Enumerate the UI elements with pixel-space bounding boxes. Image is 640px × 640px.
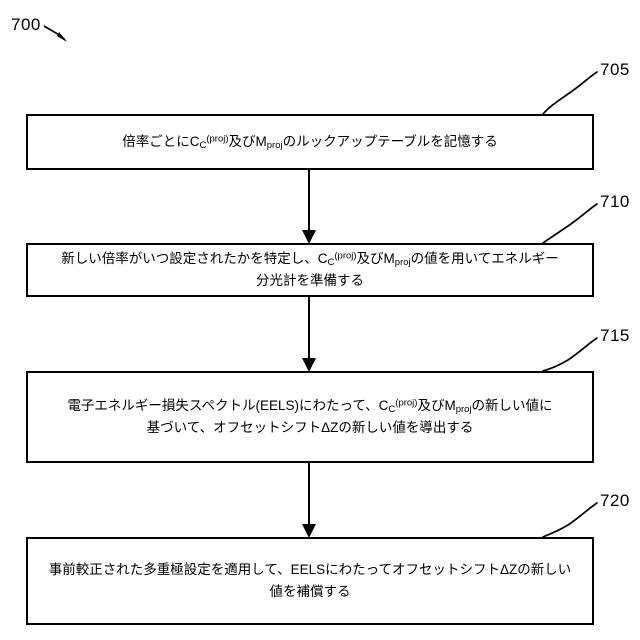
- flow-arrow-710-715: [302, 297, 316, 372]
- figure-number-leader-arrow: [43, 25, 67, 42]
- reference-number-710: 710: [600, 192, 630, 211]
- flow-arrow-705-710: [302, 170, 316, 244]
- figure-number-label: 700: [11, 15, 41, 34]
- process-box-720: 事前較正された多重極設定を適用して、EELSにわたってオフセットシフトΔZの新し…: [26, 537, 594, 625]
- flow-arrow-715-720: [302, 463, 316, 538]
- reference-number-720: 720: [600, 491, 630, 510]
- process-box-710: 新しい倍率がいつ設定されたかを特定し、CC(proj)及びMprojの値を用いて…: [26, 243, 594, 297]
- process-box-720-text: 事前較正された多重極設定を適用して、EELSにわたってオフセットシフトΔZの新し…: [48, 561, 572, 599]
- process-box-705: 倍率ごとにCC(proj)及びMprojのルックアップテーブルを記憶する: [26, 114, 594, 170]
- reference-number-705: 705: [600, 60, 630, 79]
- leader-line-705: [542, 71, 598, 115]
- process-box-710-text: 新しい倍率がいつ設定されたかを特定し、CC(proj)及びMprojの値を用いて…: [61, 249, 559, 288]
- reference-number-715: 715: [600, 326, 630, 345]
- leader-line-720: [542, 502, 598, 538]
- process-box-705-text: 倍率ごとにCC(proj)及びMprojのルックアップテーブルを記憶する: [122, 133, 498, 151]
- leader-line-715: [542, 337, 598, 372]
- leader-line-710: [542, 203, 598, 244]
- process-box-715-text: 電子エネルギー損失スペクトル(EELS)にわたって、CC(proj)及びMpro…: [67, 396, 553, 435]
- process-box-715: 電子エネルギー損失スペクトル(EELS)にわたって、CC(proj)及びMpro…: [26, 371, 594, 463]
